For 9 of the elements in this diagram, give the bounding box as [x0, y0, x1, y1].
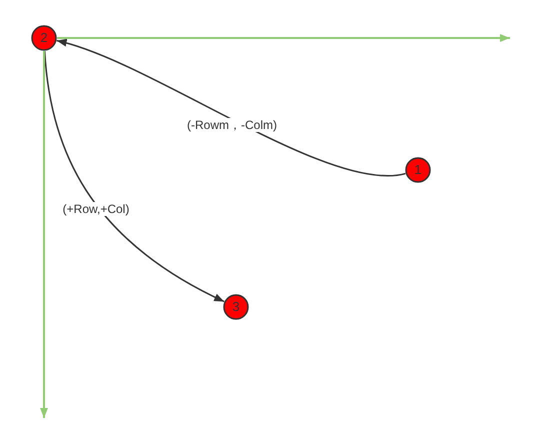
edge-label: (+Row,+Col) — [60, 202, 132, 216]
arrow — [57, 34, 510, 42]
arrow — [40, 51, 48, 418]
node-circle: 3 — [223, 294, 249, 320]
arrow — [56, 40, 406, 176]
arrow — [44, 50, 225, 302]
edge-label: (-Rowm，-Colm) — [185, 118, 279, 132]
node-circle: 2 — [31, 25, 57, 51]
node-circle: 1 — [405, 157, 431, 183]
